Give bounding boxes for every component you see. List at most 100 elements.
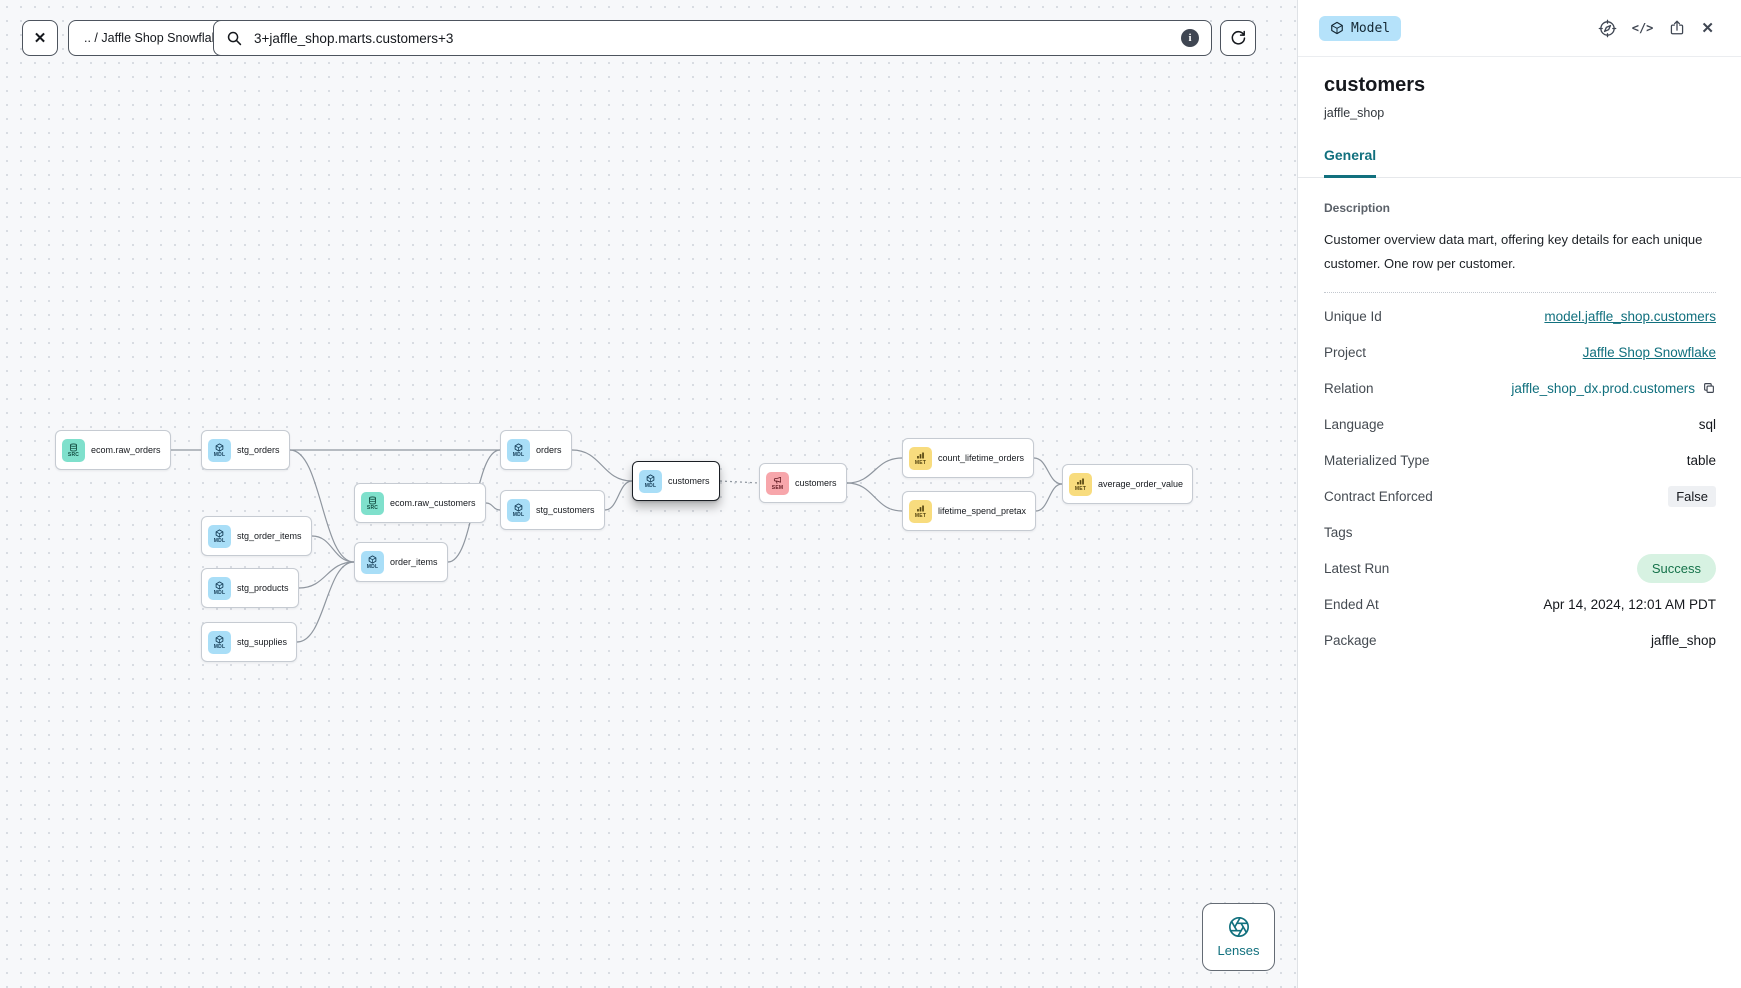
- package-subtitle: jaffle_shop: [1324, 106, 1385, 120]
- node-label: customers: [668, 476, 710, 486]
- edge-raw_customers-to-stg_customers: [485, 502, 501, 511]
- share-icon[interactable]: [1668, 19, 1686, 37]
- metric-icon: [917, 504, 924, 512]
- resource-type-label: Model: [1351, 20, 1391, 36]
- close-lineage-button[interactable]: ✕: [22, 20, 58, 56]
- field-value[interactable]: Jaffle Shop Snowflake: [1582, 344, 1716, 360]
- node-label: stg_orders: [237, 445, 280, 455]
- model-badge: MDL: [639, 469, 662, 493]
- field-row-ended-at: Ended At Apr 14, 2024, 12:01 AM PDT: [1324, 586, 1716, 622]
- graph-node-stg_order_items[interactable]: MDL stg_order_items: [201, 516, 312, 556]
- field-row-package: Package jaffle_shop: [1324, 622, 1716, 658]
- graph-node-count_lifetime_orders[interactable]: MET count_lifetime_orders: [902, 438, 1035, 478]
- edge-stg_supplies-to-order_items: [296, 561, 355, 643]
- explore-icon[interactable]: [1598, 19, 1617, 37]
- edge-stg_products-to-order_items: [298, 561, 355, 589]
- field-label: Tags: [1324, 524, 1353, 540]
- node-label: ecom.raw_customers: [390, 498, 476, 508]
- edge-customers-to-customers_sem: [719, 480, 760, 484]
- field-label: Relation: [1324, 380, 1374, 396]
- source-badge: SRC: [62, 438, 85, 462]
- breadcrumb[interactable]: .. / Jaffle Shop Snowflake: [68, 20, 241, 56]
- close-panel-icon[interactable]: ✕: [1701, 20, 1714, 37]
- field-value[interactable]: model.jaffle_shop.customers: [1544, 308, 1716, 324]
- code-icon[interactable]: </>: [1631, 21, 1654, 35]
- model-icon: [215, 442, 224, 452]
- aperture-icon: [1228, 917, 1249, 937]
- copy-icon[interactable]: [1702, 381, 1716, 395]
- edges-svg: [171, 449, 1063, 643]
- metric-badge: MET: [1069, 472, 1092, 496]
- tab-general[interactable]: General: [1324, 147, 1377, 178]
- edge-customers_sem-to-count_lifetime_orders: [846, 457, 903, 484]
- node-label: stg_order_items: [237, 531, 302, 541]
- model-cube-icon: [1331, 21, 1343, 35]
- model-badge: MDL: [208, 576, 231, 600]
- field-label: Project: [1324, 344, 1367, 360]
- field-label: Ended At: [1324, 596, 1379, 612]
- graph-node-customers[interactable]: MDL customers: [632, 461, 720, 501]
- model-badge: MDL: [208, 524, 231, 548]
- status-badge: Success: [1636, 553, 1716, 583]
- model-icon: [514, 442, 523, 452]
- model-icon: [215, 580, 224, 590]
- model-icon: [215, 634, 224, 644]
- edge-stg_order_items-to-order_items: [311, 535, 355, 563]
- refresh-icon: [1231, 30, 1245, 45]
- model-badge: MDL: [507, 498, 530, 522]
- search-input[interactable]: [252, 29, 1181, 47]
- model-icon: [646, 473, 655, 483]
- field-value: sql: [1698, 416, 1716, 432]
- database-icon: [369, 496, 376, 504]
- metric-badge: MET: [909, 446, 932, 470]
- edge-count_lifetime_orders-to-average_order_value: [1033, 457, 1063, 485]
- metric-icon: [1077, 477, 1084, 485]
- edge-stg_customers-to-customers: [604, 480, 633, 511]
- field-label: Package: [1324, 632, 1377, 648]
- info-icon[interactable]: i: [1181, 29, 1199, 47]
- refresh-button[interactable]: [1220, 20, 1256, 56]
- field-row-project: Project Jaffle Shop Snowflake: [1324, 334, 1716, 370]
- graph-node-average_order_value[interactable]: MET average_order_value: [1062, 464, 1194, 504]
- field-label: Language: [1324, 416, 1385, 432]
- resource-type-badge: Model: [1319, 15, 1402, 41]
- close-icon: ✕: [33, 30, 47, 47]
- field-label: Unique Id: [1324, 308, 1382, 324]
- field-value[interactable]: jaffle_shop_dx.prod.customers: [1511, 380, 1695, 396]
- search-icon: [227, 31, 242, 45]
- semantic_model-badge: SEM: [766, 471, 789, 495]
- field-row-relation: Relation jaffle_shop_dx.prod.customers: [1324, 370, 1716, 406]
- panel-tabs: General: [1298, 147, 1741, 178]
- model-icon: [368, 554, 377, 564]
- description-text: Customer overview data mart, offering ke…: [1324, 232, 1703, 271]
- lenses-label: Lenses: [1217, 943, 1260, 958]
- field-value: Apr 14, 2024, 12:01 AM PDT: [1543, 596, 1716, 612]
- field-value: jaffle_shop: [1650, 632, 1716, 648]
- metric-badge: MET: [909, 499, 932, 523]
- database-icon: [70, 443, 77, 451]
- details-panel: Model </> ✕ customers jaffle_shop Genera…: [1297, 0, 1741, 988]
- lineage-toolbar: ✕ .. / Jaffle Shop Snowflake i: [0, 0, 1297, 76]
- node-label: average_order_value: [1098, 479, 1184, 489]
- node-label: count_lifetime_orders: [938, 453, 1025, 463]
- model-badge: MDL: [361, 550, 384, 574]
- node-label: stg_supplies: [237, 637, 288, 647]
- model-icon: [514, 502, 523, 512]
- model-icon: [215, 528, 224, 538]
- field-value: False: [1668, 485, 1716, 507]
- lenses-button[interactable]: Lenses: [1202, 903, 1275, 971]
